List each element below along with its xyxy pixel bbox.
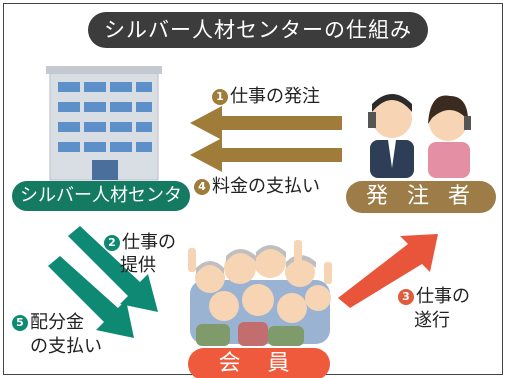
flow-payment-text: 料金の支払い bbox=[212, 176, 320, 197]
client-node-label: 発 注 者 bbox=[346, 181, 496, 213]
flow-provide-text-1: 仕事の bbox=[122, 232, 176, 253]
members-node-label: 会 員 bbox=[188, 348, 330, 378]
step-number-3: 3 bbox=[398, 289, 414, 305]
diagram-title: シルバー人材センターの仕組み bbox=[88, 12, 428, 48]
flow-order-text: 仕事の発注 bbox=[230, 86, 320, 107]
arrow-payment bbox=[190, 138, 342, 172]
flow-perform-text-2: 遂行 bbox=[414, 310, 450, 331]
flow-distribution-text-2: の支払い bbox=[30, 336, 102, 357]
members-illustration bbox=[188, 240, 332, 346]
step-number-2: 2 bbox=[104, 235, 120, 251]
client-illustration bbox=[368, 94, 471, 178]
arrow-distribution bbox=[48, 256, 134, 338]
step-number-1: 1 bbox=[212, 89, 228, 105]
flow-provide-text-2: 提供 bbox=[120, 255, 156, 276]
arrow-order bbox=[190, 106, 342, 140]
step-number-5: 5 bbox=[12, 315, 28, 331]
center-node-label: シルバー人材センター bbox=[12, 181, 190, 236]
arrow-perform-work bbox=[338, 234, 438, 308]
arrow-provide-work bbox=[68, 226, 158, 312]
flow-perform-text-1: 仕事の bbox=[416, 286, 470, 307]
step-number-4: 4 bbox=[194, 179, 210, 195]
flow-distribution-text-1: 配分金 bbox=[30, 312, 84, 333]
building-illustration bbox=[46, 66, 162, 181]
